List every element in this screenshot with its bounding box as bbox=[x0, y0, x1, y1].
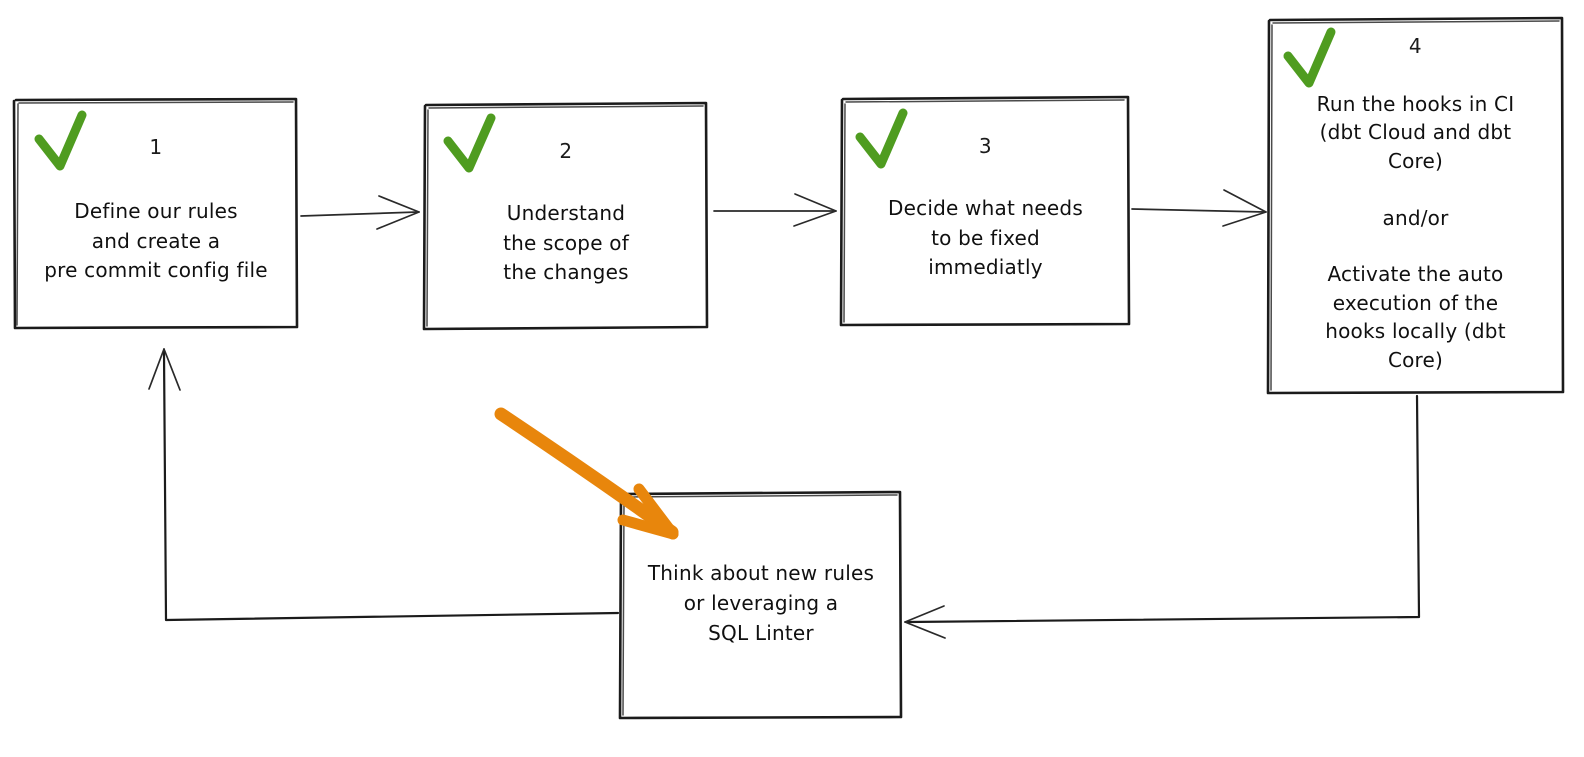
connector-3-to-4 bbox=[1131, 189, 1267, 227]
node-2[interactable]: 2 Understand the scope of the changes bbox=[424, 103, 708, 329]
node-5-text: Think about new rules or leveraging a SQ… bbox=[647, 561, 875, 645]
node-4[interactable]: 4 Run the hooks in CI (dbt Cloud and dbt… bbox=[1268, 18, 1563, 394]
node-1-text: Define our rules and create a pre commit… bbox=[44, 199, 268, 283]
node-3-text: Decide what needs to be fixed immediatly bbox=[888, 196, 1083, 280]
node-3[interactable]: 3 Decide what needs to be fixed immediat… bbox=[841, 98, 1130, 325]
node-3-number: 3 bbox=[978, 134, 993, 158]
node-1[interactable]: 1 Define our rules and create a pre comm… bbox=[14, 99, 298, 329]
connector-4-to-5 bbox=[904, 394, 1421, 639]
node-2-text: Understand the scope of the changes bbox=[503, 201, 629, 285]
connector-1-to-2 bbox=[300, 195, 420, 230]
node-1-number: 1 bbox=[149, 135, 163, 159]
node-2-number: 2 bbox=[559, 139, 573, 163]
connector-5-to-1 bbox=[148, 348, 620, 622]
connector-2-to-3 bbox=[713, 193, 837, 227]
node-4-number: 4 bbox=[1408, 34, 1423, 58]
node-5[interactable]: Think about new rules or leveraging a SQ… bbox=[620, 492, 902, 719]
node-4-text: Run the hooks in CI (dbt Cloud and dbt C… bbox=[1316, 92, 1515, 372]
